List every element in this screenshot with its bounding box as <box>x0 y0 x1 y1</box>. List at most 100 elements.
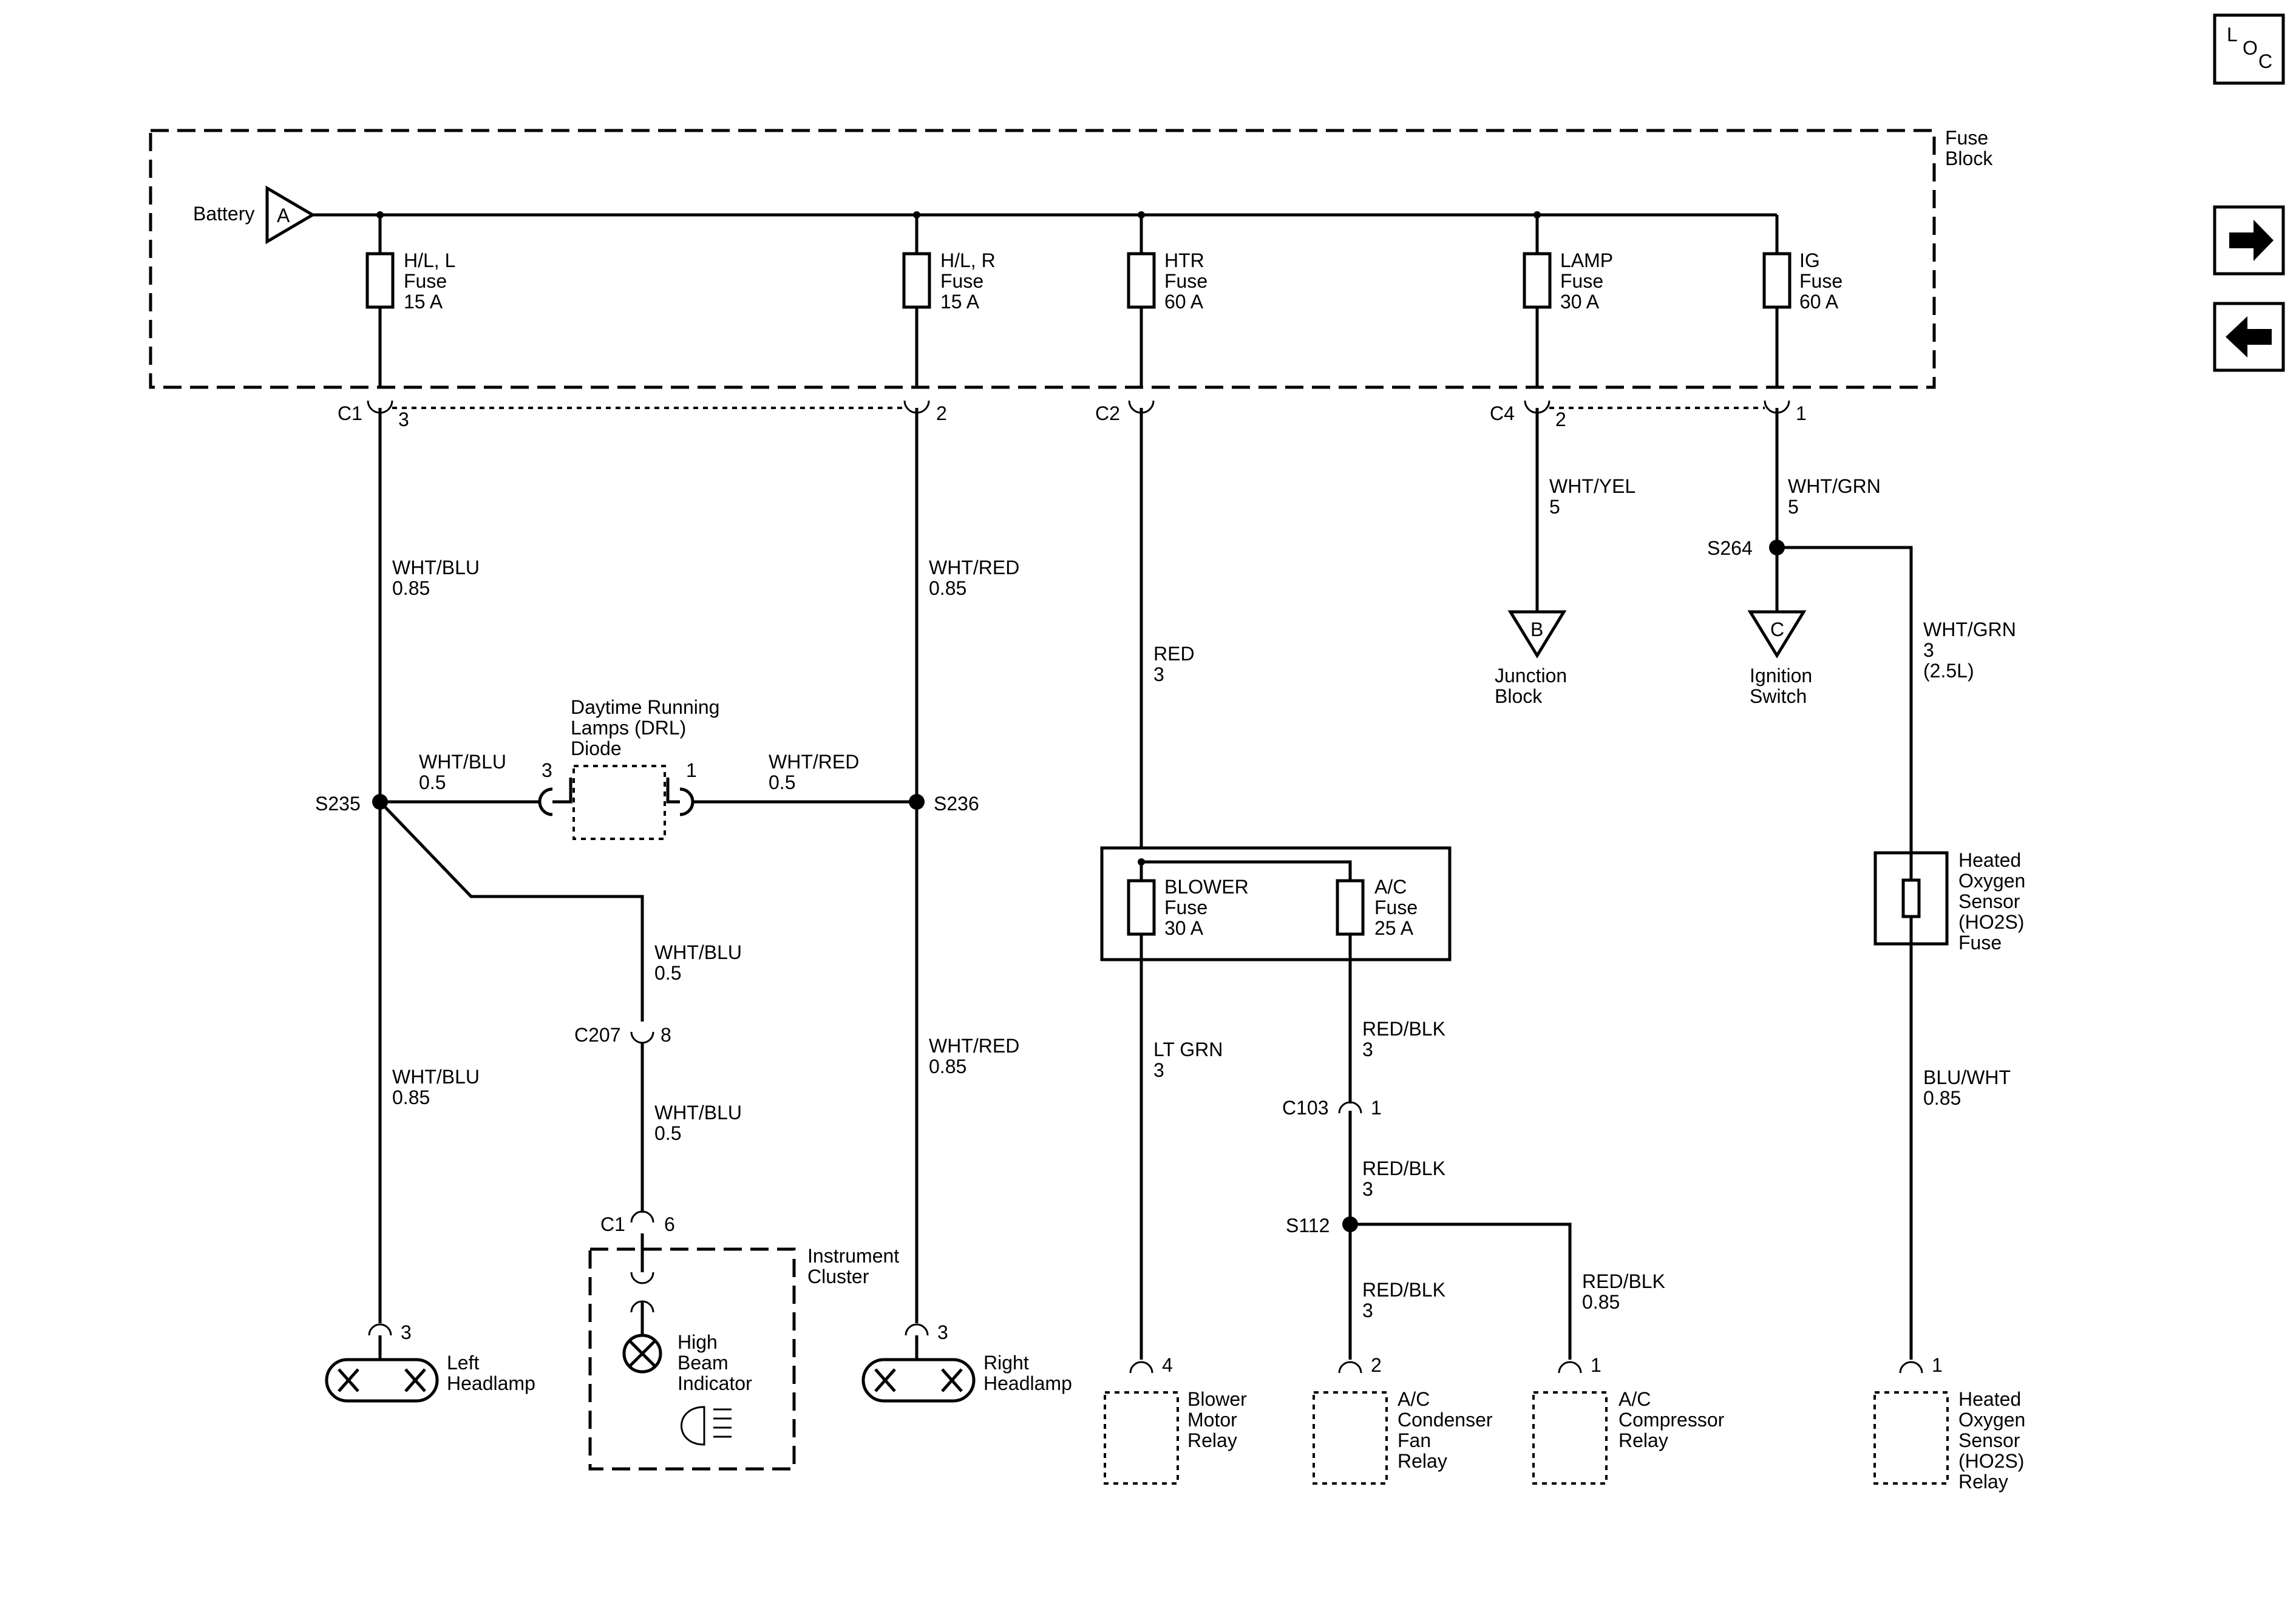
svg-text:0.85: 0.85 <box>929 1056 966 1077</box>
svg-text:5: 5 <box>1549 496 1560 518</box>
svg-text:WHT/BLU: WHT/BLU <box>419 751 506 773</box>
svg-text:Fuse: Fuse <box>1560 270 1603 292</box>
svg-text:0.5: 0.5 <box>654 1122 681 1144</box>
connector-pin-label: 3 <box>401 1321 412 1343</box>
loc-l-letter: L <box>2227 24 2238 46</box>
wire-label: RED/BLK 3 <box>1362 1158 1445 1200</box>
wire-label: LT GRN 3 <box>1153 1039 1223 1081</box>
svg-text:Heated: Heated <box>1958 849 2021 871</box>
svg-text:High: High <box>678 1331 718 1353</box>
wire-label: WHT/BLU 0.5 <box>654 941 742 984</box>
ac-condenser-fan-relay-label: Relay <box>1398 1450 1447 1472</box>
blower-motor-relay-label: Blower <box>1187 1388 1247 1410</box>
svg-text:RED/BLK: RED/BLK <box>1582 1270 1665 1292</box>
svg-text:(HO2S): (HO2S) <box>1958 1450 2024 1472</box>
drl-diode: Daytime Running Lamps (DRL) Diode 3 1 <box>538 696 719 840</box>
wire-label: WHT/RED 0.85 <box>929 1035 1019 1077</box>
ac-condenser-fan-relay-box <box>1313 1391 1388 1485</box>
connector-pin-label: 3 <box>398 408 409 430</box>
connector-pin-label: 4 <box>1162 1354 1173 1376</box>
svg-text:Indicator: Indicator <box>678 1372 752 1394</box>
svg-text:Fuse: Fuse <box>1164 270 1207 292</box>
svg-text:Fuse: Fuse <box>940 270 983 292</box>
blower-ac-fuse-box <box>1100 846 1452 961</box>
svg-text:RED/BLK: RED/BLK <box>1362 1279 1445 1301</box>
svg-text:Fuse: Fuse <box>404 270 447 292</box>
splice-s112-label: S112 <box>1286 1215 1330 1236</box>
svg-text:Oxygen: Oxygen <box>1958 870 2025 892</box>
svg-text:Instrument: Instrument <box>807 1245 899 1267</box>
fuse-htr-symbol <box>1127 252 1156 309</box>
svg-text:Sensor: Sensor <box>1958 890 2020 912</box>
svg-text:WHT/RED: WHT/RED <box>929 1035 1019 1057</box>
fuse-ig-label: IG Fuse 60 A <box>1799 249 1843 313</box>
ho2s-fuse-label: Heated Oxygen Sensor (HO2S) Fuse <box>1958 849 2025 954</box>
fuse-ac-label: A/C Fuse 25 A <box>1374 876 1418 939</box>
wire-label: RED/BLK 0.85 <box>1582 1270 1665 1313</box>
svg-text:WHT/BLU: WHT/BLU <box>654 941 742 963</box>
connector-c4-label: C4 <box>1490 402 1515 424</box>
svg-text:3: 3 <box>1153 1059 1164 1081</box>
battery-connector-icon <box>265 185 316 245</box>
fuse-hl-l-symbol <box>365 252 395 309</box>
splice-s264-label: S264 <box>1707 537 1753 559</box>
connector-pin-label: 6 <box>664 1213 675 1235</box>
connector-pin-label: 1 <box>1796 402 1807 424</box>
ho2s-relay-label: Heated Oxygen Sensor (HO2S) Relay <box>1958 1388 2025 1493</box>
ac-compressor-relay-label: A/C <box>1618 1388 1651 1410</box>
fuse-lamp-label: LAMP Fuse 30 A <box>1560 249 1613 313</box>
next-page-button[interactable] <box>2213 205 2285 276</box>
right-headlamp-label: Headlamp <box>983 1372 1072 1394</box>
svg-text:0.5: 0.5 <box>419 771 446 793</box>
svg-text:3: 3 <box>1362 1039 1373 1060</box>
connector-pin-label: 2 <box>936 402 947 424</box>
svg-text:LAMP: LAMP <box>1560 249 1613 271</box>
connector-pin-label: 8 <box>661 1024 671 1046</box>
svg-text:0.85: 0.85 <box>1923 1087 1961 1109</box>
svg-text:WHT/GRN: WHT/GRN <box>1788 475 1881 497</box>
ignition-switch-connector-icon <box>1747 610 1807 659</box>
wire-label: BLU/WHT 0.85 <box>1923 1066 2011 1109</box>
svg-text:IG: IG <box>1799 249 1820 271</box>
wire-label: WHT/BLU 0.5 <box>419 751 506 793</box>
svg-text:Sensor: Sensor <box>1958 1429 2020 1451</box>
connector-c207-label: C207 <box>574 1024 621 1046</box>
fuse-htr-label: HTR Fuse 60 A <box>1164 249 1207 313</box>
connector-pin-label: 1 <box>1591 1354 1601 1376</box>
splice-s236-label: S236 <box>934 793 979 815</box>
ho2s-relay-box <box>1873 1391 1949 1485</box>
left-headlamp-icon <box>325 1358 439 1403</box>
svg-text:BLU/WHT: BLU/WHT <box>1923 1066 2011 1088</box>
junction-block-label: Junction <box>1495 665 1567 686</box>
svg-text:0.5: 0.5 <box>654 962 681 984</box>
connector-c103-label: C103 <box>1282 1097 1329 1119</box>
svg-text:WHT/BLU: WHT/BLU <box>392 557 480 578</box>
left-headlamp-label: Left <box>447 1352 479 1374</box>
loc-o-letter: O <box>2243 37 2258 59</box>
wire-label: WHT/GRN 3 (2.5L) <box>1923 619 2016 682</box>
svg-text:H/L, L: H/L, L <box>404 249 455 271</box>
fuse-block-label: Block <box>1945 147 1993 169</box>
fuse-hl-r-label: H/L, R Fuse 15 A <box>940 249 996 313</box>
drl-diode-label: Diode <box>571 737 622 759</box>
svg-text:3: 3 <box>1153 663 1164 685</box>
svg-text:Relay: Relay <box>1958 1471 2008 1493</box>
fuse-blower-label: BLOWER Fuse 30 A <box>1164 876 1249 939</box>
high-beam-icon <box>681 1406 732 1446</box>
fuse-lamp-symbol <box>1523 252 1552 309</box>
connector-c1-label: C1 <box>338 402 362 424</box>
svg-text:5: 5 <box>1788 496 1799 518</box>
svg-text:30 A: 30 A <box>1164 917 1204 939</box>
svg-text:WHT/BLU: WHT/BLU <box>654 1102 742 1124</box>
fuse-hl-l-label: H/L, L Fuse 15 A <box>404 249 455 313</box>
svg-text:H/L, R: H/L, R <box>940 249 996 271</box>
loc-button[interactable]: L O C <box>2213 13 2285 85</box>
right-headlamp-icon <box>861 1358 976 1403</box>
svg-text:RED: RED <box>1153 643 1195 665</box>
svg-text:60 A: 60 A <box>1799 291 1839 313</box>
arrow-right-icon <box>2229 220 2274 261</box>
previous-page-button[interactable] <box>2213 302 2285 372</box>
svg-text:0.85: 0.85 <box>392 577 430 599</box>
svg-text:Cluster: Cluster <box>807 1266 869 1287</box>
